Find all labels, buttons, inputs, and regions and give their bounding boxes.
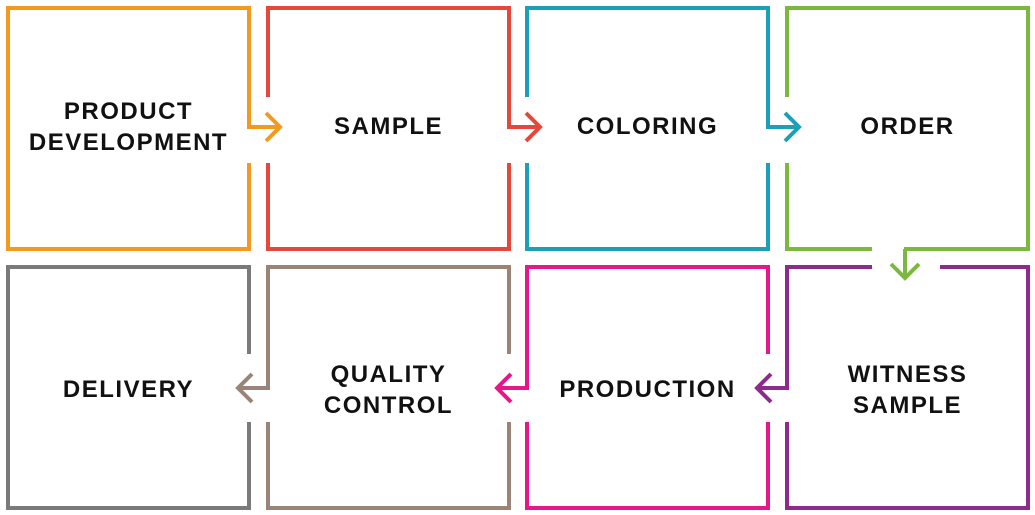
arrow-left-icon — [497, 352, 529, 390]
arrow-left-icon — [238, 352, 270, 390]
arrow-head-icon — [494, 372, 513, 404]
arrow-head-icon — [264, 111, 283, 143]
arrow-right-icon — [507, 95, 539, 129]
arrow-right-icon — [247, 95, 279, 129]
connector-gap — [872, 246, 904, 252]
step-label-order: ORDER — [860, 113, 955, 140]
arrow-right-icon — [766, 95, 798, 129]
arrow-left-icon — [757, 352, 789, 390]
arrow-head-icon — [524, 111, 543, 143]
arrow-head-icon — [754, 372, 773, 404]
step-label-witness-sample: WITNESS SAMPLE — [847, 360, 968, 419]
step-label-sample: SAMPLE — [333, 113, 443, 140]
step-label-delivery: DELIVERY — [62, 376, 195, 403]
arrow-head-icon — [235, 372, 254, 404]
step-label-coloring: COLORING — [576, 113, 719, 140]
arrow-head-icon — [889, 262, 921, 281]
arrow-head-icon — [783, 111, 802, 143]
step-label-quality-control: QUALITY CONTROL — [323, 360, 454, 419]
step-label-product-development: PRODUCT DEVELOPMENT — [28, 97, 229, 156]
step-label-production: PRODUCTION — [559, 376, 736, 403]
